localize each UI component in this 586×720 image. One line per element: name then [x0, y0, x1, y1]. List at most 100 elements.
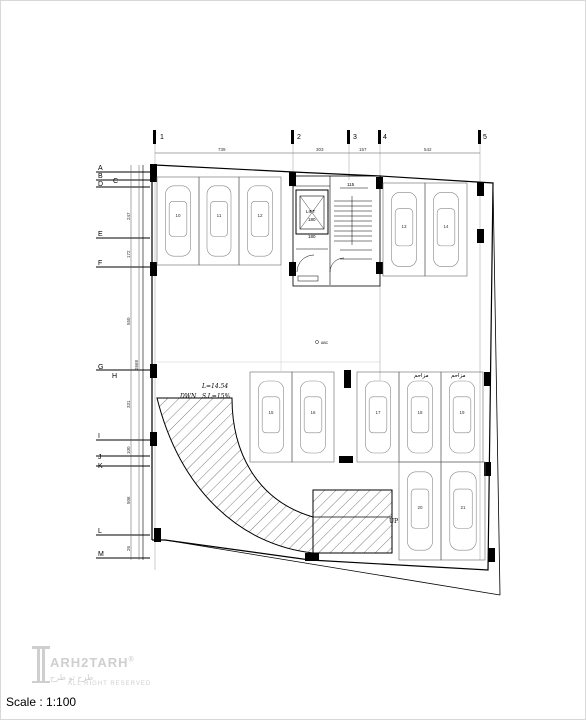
dim-left-total: 2668: [134, 359, 139, 370]
parking-number-12: 12: [257, 213, 263, 218]
parking-number-20: 20: [417, 505, 423, 510]
top-dimension-chain: 739 303 157 542: [155, 147, 480, 154]
vertical-grid-markers: 1 2 3 4 5: [153, 130, 487, 144]
dim-top-3: 157: [359, 147, 367, 152]
parking-number-11: 11: [217, 213, 222, 218]
grid-label-1: 1: [160, 134, 164, 141]
car-icon: [407, 380, 433, 454]
car-icon: [391, 192, 417, 268]
dim-left-7: 26: [126, 545, 131, 551]
grid-label-A: A: [98, 165, 103, 172]
lift-top-dim: 180: [308, 217, 316, 222]
ramp: [156, 397, 393, 554]
grid-label-3: 3: [353, 134, 357, 141]
grid-label-D: D: [98, 181, 103, 188]
logo-brand: ARH2TARH®: [50, 655, 135, 670]
center-mark-label: ABC: [321, 341, 329, 345]
car-icon: [258, 380, 284, 454]
logo-persian: طرح تو طرح: [50, 673, 94, 682]
parking-number-15: 15: [268, 410, 274, 415]
car-icon: [165, 185, 191, 257]
car-cabin: [250, 200, 270, 237]
ramp-slope: S.L=15%: [202, 393, 230, 400]
parking-number-17: 17: [375, 410, 381, 415]
grid-label-F: F: [98, 260, 102, 267]
parking-number-19: 19: [459, 410, 465, 415]
grid-label-J: J: [98, 454, 102, 461]
grid-label-M: M: [98, 551, 104, 558]
parking-number-14: 14: [443, 224, 449, 229]
logo-tagline: ALL RIGHT RESERVED: [68, 681, 152, 687]
grid-label-5: 5: [483, 134, 487, 141]
grid-label-B: B: [98, 173, 103, 180]
shared-label-1: مزاحم: [414, 373, 429, 379]
car-icon: [247, 185, 273, 257]
car-icon: [449, 380, 475, 454]
center-mark: ABC: [315, 340, 329, 345]
parking-number-13: 13: [401, 224, 407, 229]
lift-label: LIFT: [306, 209, 316, 214]
parking-bays-top-right: [382, 182, 468, 277]
car-icon: [365, 380, 391, 454]
dim-top-4: 542: [424, 147, 432, 152]
grid-label-I: I: [98, 433, 100, 440]
car-icon: [449, 471, 477, 551]
car-icons: [165, 185, 477, 551]
car-cabin: [368, 396, 388, 434]
car-cabin: [436, 208, 456, 247]
shared-label-2: مزاحم: [451, 373, 466, 379]
car-cabin: [452, 396, 472, 434]
car-cabin: [261, 396, 281, 434]
car-icon: [206, 185, 232, 257]
car-cabin: [394, 208, 414, 247]
stair-treads: [334, 187, 372, 260]
grid-label-H: H: [112, 373, 117, 380]
dim-left-1: 247: [126, 212, 131, 220]
left-dimension-chain: 247 172 550 331 100 506 26 2668: [126, 165, 140, 560]
grid-label-E: E: [98, 231, 103, 238]
parking-numbers: 10 11 12 13 14 15 16 17 18 19 20 21: [175, 213, 466, 510]
dim-left-4: 331: [126, 400, 131, 408]
parking-number-18: 18: [417, 410, 423, 415]
parking-bays-lower-right: [398, 461, 486, 561]
stair-top-dim: 115: [347, 182, 355, 187]
car-icon: [407, 471, 433, 551]
grid-label-C: C: [113, 178, 118, 185]
dim-top-2: 303: [316, 147, 324, 152]
dim-left-5: 100: [126, 446, 131, 454]
dim-left-6: 506: [126, 496, 131, 504]
grid-label-4: 4: [383, 134, 387, 141]
car-cabin: [410, 396, 430, 434]
grid-label-G: G: [98, 364, 103, 371]
ramp-up-label: UP: [389, 518, 398, 525]
ramp-labels: L=14.54 DWN S.L=15% UP: [179, 383, 398, 525]
ramp-length: L=14.54: [201, 383, 228, 390]
lift-stair-core: [292, 175, 381, 287]
logo-watermark: [32, 646, 50, 683]
lift-bottom-dim: 180: [308, 234, 316, 239]
parking-number-16: 16: [310, 410, 316, 415]
dim-top-1: 739: [218, 147, 226, 152]
grid-label-L: L: [98, 528, 102, 535]
horizontal-grid-markers: A B C D E F G H I J K L M: [96, 165, 150, 559]
shared-parking-labels: مزاحم مزاحم: [414, 373, 466, 379]
car-cabin: [410, 488, 430, 529]
car-icon: [433, 192, 459, 268]
car-cabin: [453, 488, 473, 529]
scale-label: Scale : 1:100: [6, 695, 77, 709]
grid-label-2: 2: [297, 134, 301, 141]
car-cabin: [303, 396, 323, 434]
lift-labels: LIFT 180 180 115: [306, 182, 355, 239]
dim-left-2: 172: [126, 250, 131, 258]
stair-door-swing: [296, 254, 345, 282]
parking-number-21: 21: [460, 505, 466, 510]
car-cabin: [210, 200, 228, 237]
structural-columns: [150, 164, 495, 562]
parking-number-10: 10: [175, 213, 181, 218]
grid-label-K: K: [98, 463, 103, 470]
ramp-direction: DWN: [179, 393, 197, 400]
car-cabin: [168, 200, 188, 237]
parking-bays-top-left: [156, 176, 282, 266]
